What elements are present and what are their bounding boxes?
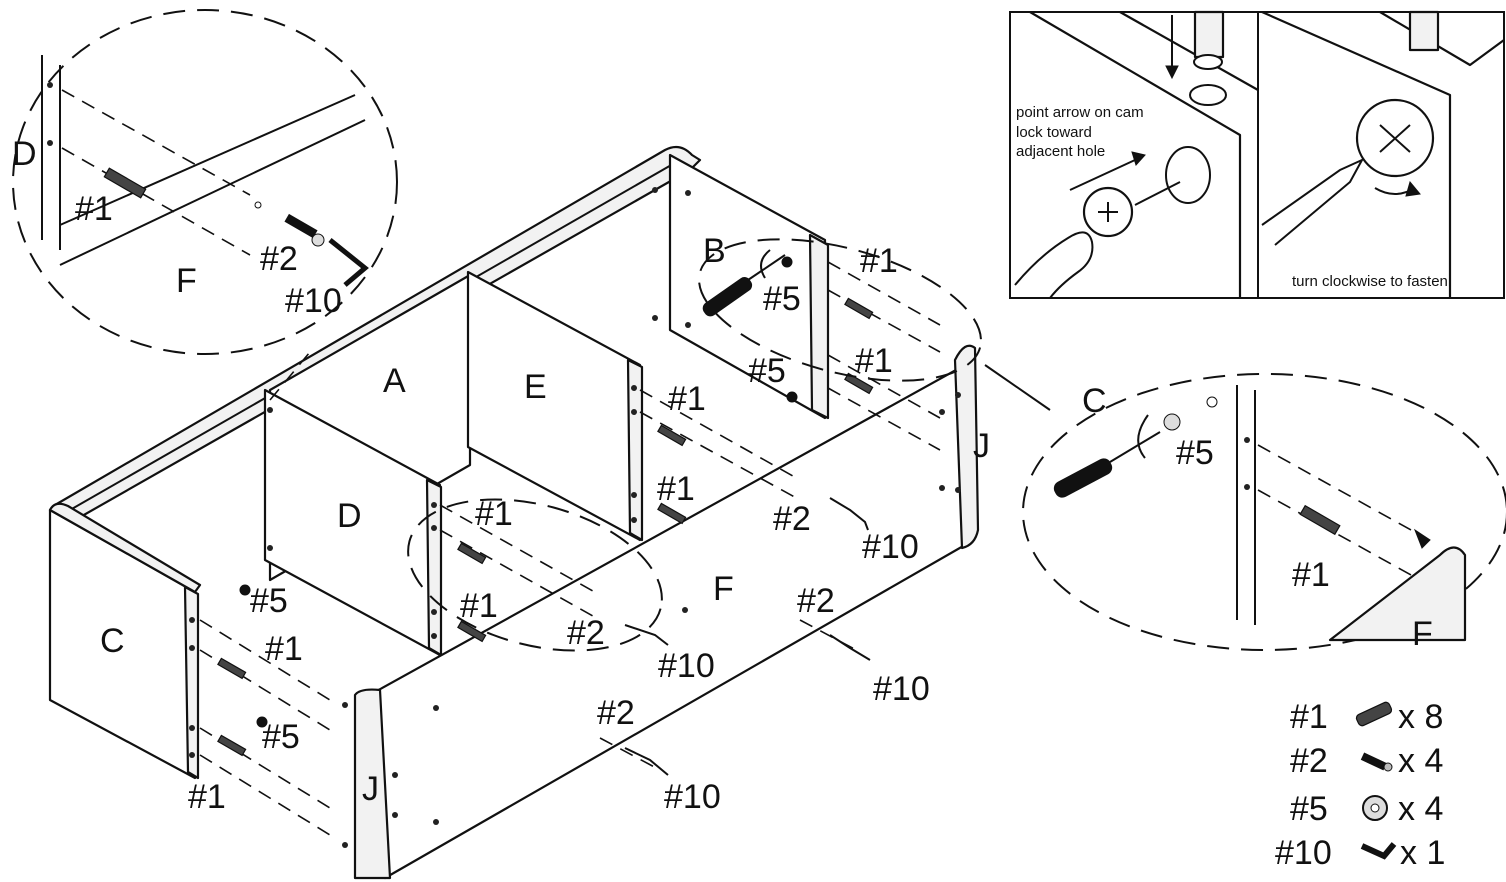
tag-h5: #5 [262, 718, 300, 756]
cam-lock-instructions: point arrow on cam lock toward adjacent … [1009, 10, 1505, 299]
rail-j-left [353, 688, 392, 880]
inset-tag-1: #1 [75, 190, 113, 228]
legend-row: #10 x 1 [1275, 834, 1445, 872]
tag-h5: #5 [748, 352, 786, 390]
instruction-step-2: turn clockwise to fasten [1292, 273, 1448, 290]
legend-row: #1 x 8 [1290, 698, 1443, 736]
tag-h10: #10 [664, 778, 721, 816]
svg-text:x 8: x 8 [1398, 698, 1443, 736]
tag-h2: #2 [797, 582, 835, 620]
tag-h1: #1 [188, 778, 226, 816]
svg-text:#10: #10 [1275, 834, 1332, 872]
tag-h1: #1 [657, 470, 695, 508]
allen-key-icon [1360, 842, 1397, 860]
tag-h10: #10 [862, 528, 919, 566]
cabinet-assembly [48, 145, 980, 880]
svg-text:#2: #2 [1290, 742, 1328, 780]
tag-h1: #1 [460, 587, 498, 625]
finger-icon [1014, 231, 1094, 299]
rail-j-right [953, 344, 980, 550]
svg-text:x 1: x 1 [1400, 834, 1445, 872]
inset-right: C F #5 #1 [984, 364, 1506, 653]
tag-h1: #1 [475, 495, 513, 533]
inset-label-panel-f: F [1412, 615, 1433, 653]
tag-h2: #2 [773, 500, 811, 538]
label-panel-f: F [713, 570, 734, 608]
tag-h1: #1 [265, 630, 303, 668]
label-panel-d: D [337, 497, 362, 535]
label-panel-c: C [100, 622, 125, 660]
inset-tag-10: #10 [285, 282, 342, 320]
svg-text:#1: #1 [1290, 698, 1328, 736]
label-rail-j-right: J [973, 427, 990, 465]
legend-row: #5 x 4 [1290, 790, 1443, 828]
wood-dowel-icon [1355, 701, 1393, 727]
svg-text:x 4: x 4 [1398, 790, 1443, 828]
screwdriver-icon [702, 277, 753, 317]
tag-h2: #2 [597, 694, 635, 732]
legend-row: #2 x 4 [1290, 742, 1443, 780]
label-panel-e: E [524, 368, 547, 406]
label-panel-b: B [703, 232, 726, 270]
tag-h10: #10 [658, 647, 715, 685]
inset-label-panel-d: D [12, 135, 37, 173]
main-hardware [217, 249, 874, 776]
screwdriver-icon [1261, 157, 1365, 246]
label-rail-j-left: J [362, 770, 379, 808]
inset-label-panel-f: F [176, 262, 197, 300]
inset-tag-5: #5 [1176, 434, 1214, 472]
tag-h1: #1 [668, 380, 706, 418]
screwdriver-icon [1053, 458, 1113, 498]
tag-h2: #2 [567, 614, 605, 652]
tag-h1: #1 [855, 342, 893, 380]
svg-text:x 4: x 4 [1398, 742, 1443, 780]
inset-tag-1: #1 [1292, 556, 1330, 594]
tag-h10: #10 [873, 670, 930, 708]
inset-tag-2: #2 [260, 240, 298, 278]
main-labels: A B C D E F J J #1 #1 #1 #1 #1 #1 #1 #1 … [100, 232, 990, 816]
tag-h5: #5 [250, 582, 288, 620]
instruction-step-1: point arrow on cam lock toward adjacent … [1016, 104, 1148, 160]
svg-text:#5: #5 [1290, 790, 1328, 828]
parts-legend: #1 x 8 #2 x 4 #5 x 4 #10 x 1 [1275, 698, 1445, 872]
label-panel-a: A [383, 362, 406, 400]
cam-bolt-icon [1360, 752, 1387, 771]
assembly-guide-lines [199, 261, 941, 836]
tag-h5: #5 [763, 280, 801, 318]
inset-top-left: D F #1 #2 #10 [12, 9, 398, 355]
inset-label-panel-c: C [1082, 382, 1107, 420]
